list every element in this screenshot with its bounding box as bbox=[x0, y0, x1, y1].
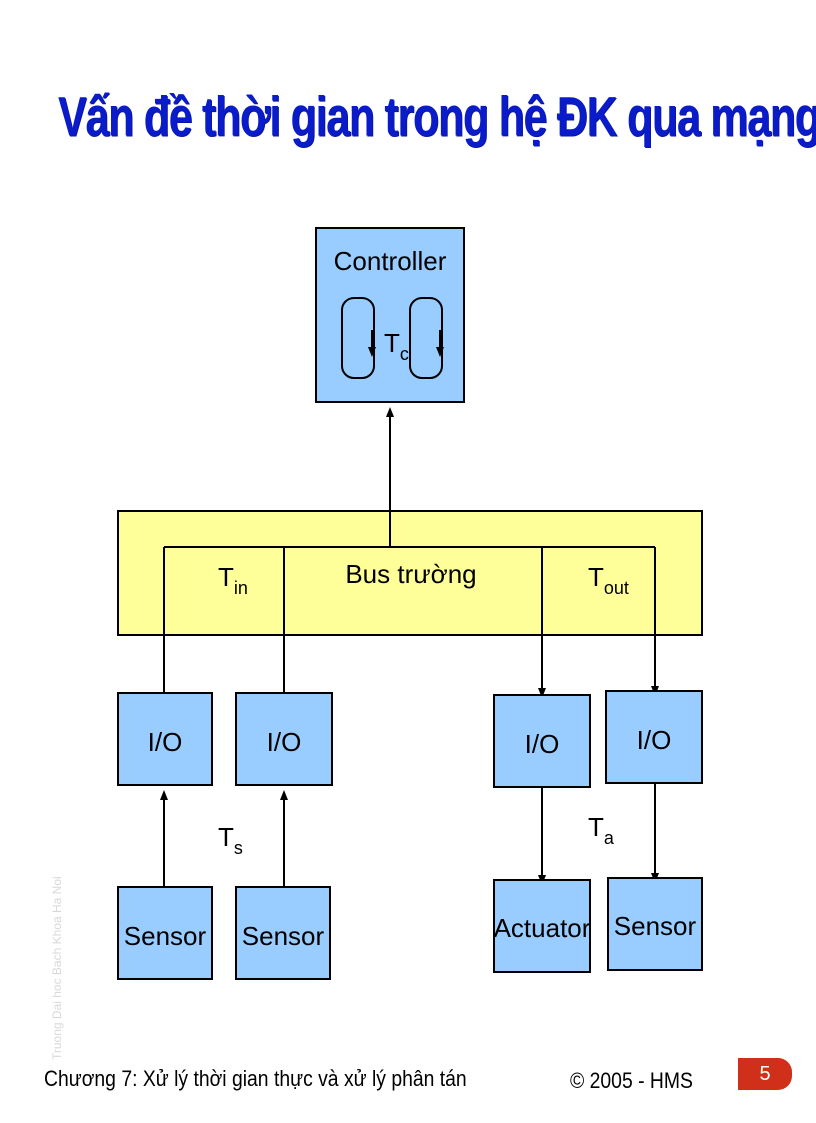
sensor-label-3: Sensor bbox=[614, 911, 697, 941]
tout-label: Tout bbox=[588, 562, 629, 598]
ta-label: Ta bbox=[588, 812, 615, 848]
footer-chapter: Chương 7: Xử lý thời gian thực và xử lý … bbox=[44, 1066, 467, 1091]
controller-label: Controller bbox=[334, 246, 447, 276]
io-box-2 bbox=[235, 692, 333, 786]
io-box-1 bbox=[117, 692, 213, 786]
sensor-box-3 bbox=[607, 877, 703, 971]
ts-label: Ts bbox=[218, 822, 243, 858]
io-label-4: I/O bbox=[637, 725, 672, 755]
bus-label: Bus trường bbox=[345, 559, 476, 589]
tc-label: Tc bbox=[384, 328, 409, 364]
io-box-4 bbox=[605, 690, 703, 784]
actuator-label: Actuator bbox=[494, 913, 591, 943]
sensor-label-1: Sensor bbox=[124, 921, 207, 951]
loop-left-icon bbox=[341, 297, 375, 379]
io-label-3: I/O bbox=[525, 729, 560, 759]
loop-right-icon bbox=[409, 297, 443, 379]
sensor-box-2 bbox=[235, 886, 331, 980]
io-label-2: I/O bbox=[267, 727, 302, 757]
io-label-1: I/O bbox=[148, 727, 183, 757]
tin-label: Tin bbox=[218, 562, 248, 598]
footer-copyright: © 2005 - HMS bbox=[570, 1068, 693, 1093]
fieldbus-box bbox=[117, 510, 703, 636]
sensor-box-1 bbox=[117, 886, 213, 980]
page-number-badge: 5 bbox=[738, 1058, 792, 1090]
sensor-label-2: Sensor bbox=[242, 921, 325, 951]
actuator-box bbox=[493, 879, 591, 973]
